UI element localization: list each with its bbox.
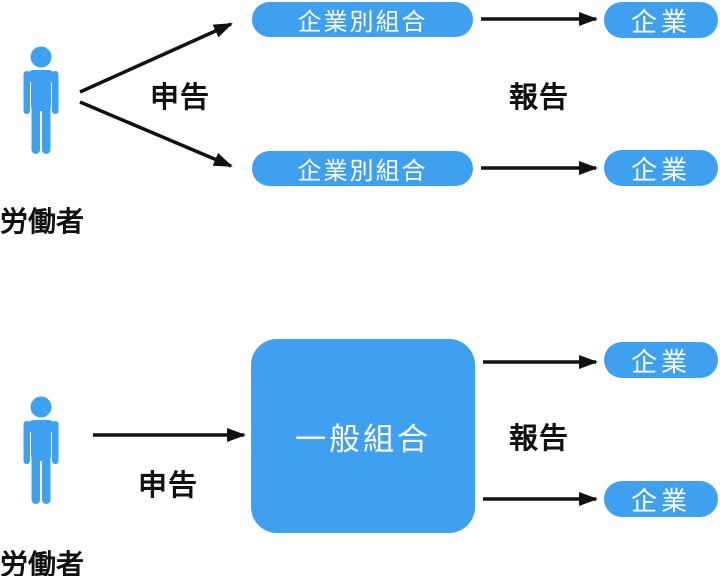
company-node: 企業	[604, 342, 718, 378]
company-node: 企業	[604, 2, 718, 38]
company-node: 企業	[604, 481, 718, 517]
enterprise-union-node: 企業別組合	[252, 151, 473, 186]
company-node: 企業	[604, 150, 718, 186]
worker-label: 労働者	[0, 206, 85, 237]
report-label: 報告	[509, 423, 570, 455]
enterprise-union-node: 企業別組合	[252, 2, 473, 37]
worker-label: 労働者	[0, 549, 85, 576]
report-label: 報告	[509, 82, 570, 114]
person-icon	[23, 396, 59, 504]
general-union-node: 一般組合	[251, 339, 475, 533]
claim-label: 申告	[138, 470, 199, 502]
person-icon	[23, 46, 59, 154]
claim-label: 申告	[150, 82, 211, 114]
